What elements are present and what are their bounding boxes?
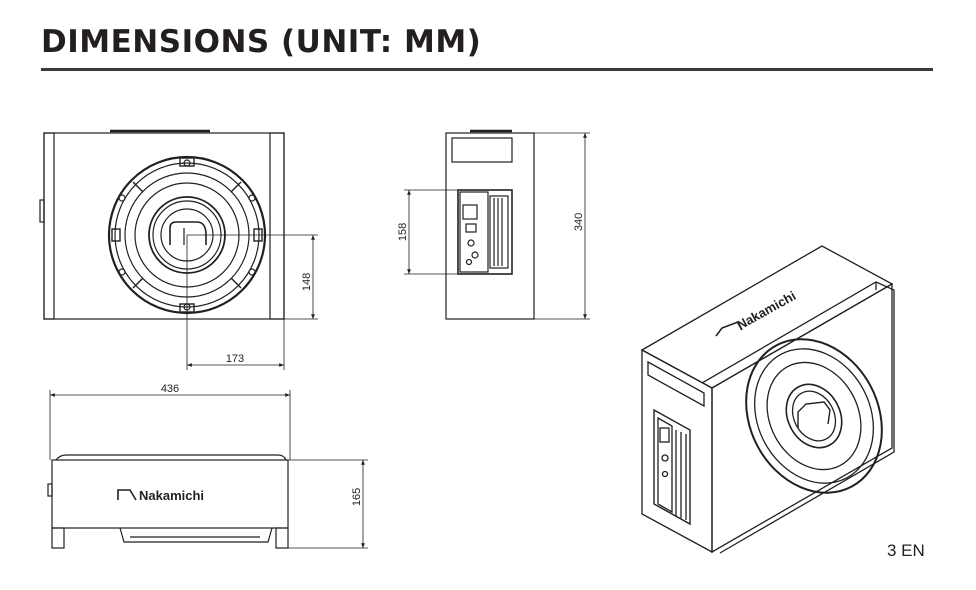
iso-view-brand-logo: Nakamichi (734, 288, 798, 333)
dim-bottom-height: 165 (351, 488, 363, 506)
page-number: 3 EN (887, 541, 925, 560)
dim-bottom-width: 436 (161, 383, 179, 395)
dim-front-offset-y: 148 (301, 273, 313, 291)
dim-front-offset-x: 173 (226, 353, 244, 365)
dim-side-total-height: 340 (573, 213, 585, 231)
side-view (404, 129, 590, 320)
isometric-view (640, 245, 895, 554)
bottom-view-brand-logo: Nakamichi (139, 488, 204, 503)
bottom-view (47, 390, 368, 549)
dim-side-panel-height: 158 (397, 223, 409, 241)
title-divider (41, 68, 933, 71)
front-view (39, 129, 318, 370)
page-title: DIMENSIONS (UNIT: MM) (41, 24, 482, 60)
